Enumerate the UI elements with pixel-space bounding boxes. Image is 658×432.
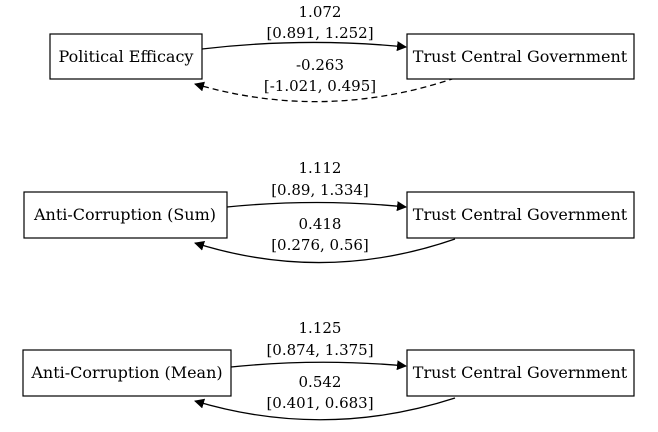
backward-estimate-1: -0.263: [296, 56, 344, 74]
panel-anti-corruption-sum: Anti-Corruption (Sum) Trust Central Gove…: [23, 159, 635, 264]
forward-arrow-1: [201, 41, 407, 52]
forward-ci-3: [0.874, 1.375]: [266, 341, 373, 359]
node-label-political-efficacy: Political Efficacy: [59, 47, 194, 66]
panel-political-efficacy: Political Efficacy Trust Central Governm…: [49, 3, 635, 103]
node-trust-central-government-1: [406, 33, 635, 80]
node-label-trust-central-government-3: Trust Central Government: [413, 363, 628, 382]
forward-ci-1: [0.891, 1.252]: [266, 24, 373, 42]
node-trust-central-government-2: [406, 191, 635, 239]
forward-estimate-1: 1.072: [299, 3, 342, 21]
backward-arrow-1: [194, 77, 456, 103]
node-label-anti-corruption-mean: Anti-Corruption (Mean): [30, 363, 222, 382]
forward-arrow-3: [230, 360, 407, 371]
forward-estimate-2: 1.112: [299, 159, 342, 177]
node-anti-corruption-mean: [22, 349, 232, 397]
forward-estimate-3: 1.125: [299, 319, 342, 337]
backward-ci-3: [0.401, 0.683]: [266, 394, 373, 412]
backward-arrow-2: [194, 238, 456, 264]
backward-arrow-3: [194, 397, 456, 421]
node-label-anti-corruption-sum: Anti-Corruption (Sum): [33, 205, 216, 224]
node-political-efficacy: [49, 33, 203, 80]
node-label-trust-central-government-2: Trust Central Government: [413, 205, 628, 224]
panel-anti-corruption-mean: Anti-Corruption (Mean) Trust Central Gov…: [22, 319, 635, 421]
backward-estimate-2: 0.418: [299, 215, 342, 233]
forward-ci-2: [0.89, 1.334]: [271, 181, 369, 199]
backward-ci-1: [-1.021, 0.495]: [264, 77, 376, 95]
node-anti-corruption-sum: [23, 191, 228, 239]
node-label-trust-central-government-1: Trust Central Government: [413, 47, 628, 66]
backward-ci-2: [0.276, 0.56]: [271, 236, 369, 254]
node-trust-central-government-3: [406, 349, 635, 397]
backward-estimate-3: 0.542: [299, 373, 342, 391]
forward-arrow-2: [226, 201, 407, 212]
